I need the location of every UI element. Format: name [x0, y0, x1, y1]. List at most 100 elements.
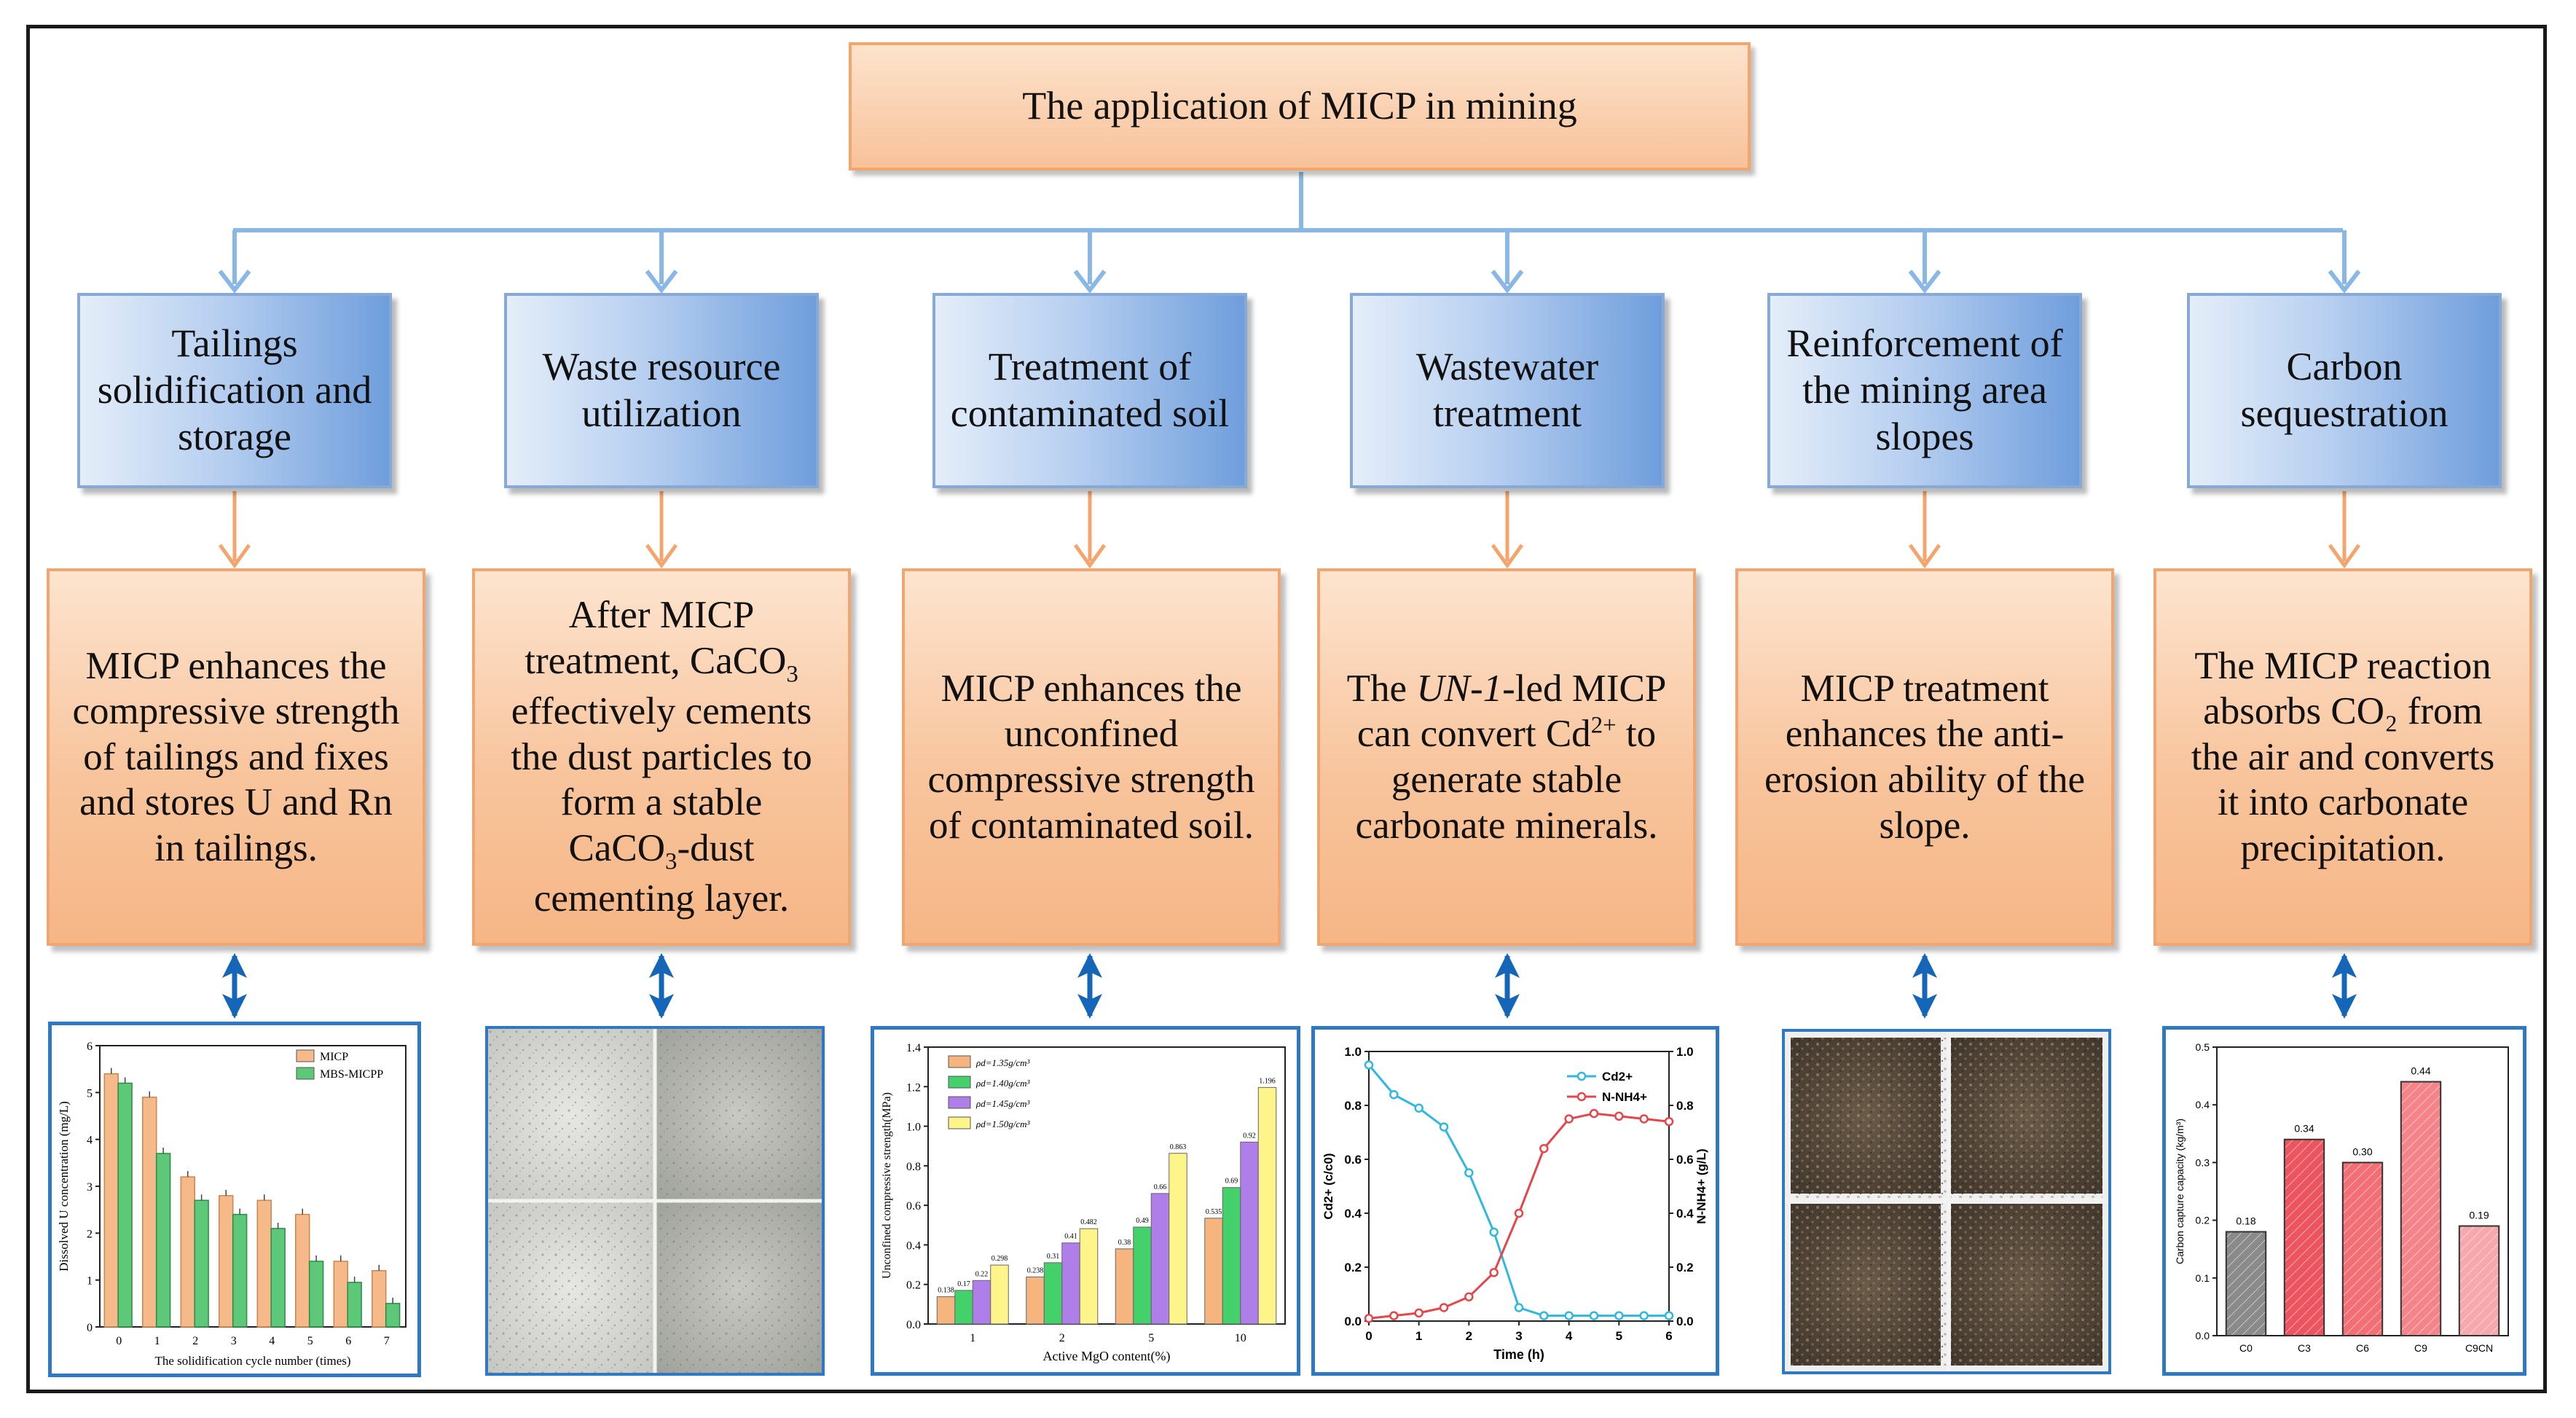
legend-label: ρd=1.45g/cm³	[975, 1098, 1031, 1109]
bar-value-label: 0.49	[1136, 1217, 1149, 1225]
photo-dust-cementing	[485, 1026, 825, 1376]
y-tick-label: 1	[87, 1275, 93, 1288]
data-point	[1464, 1168, 1474, 1178]
category-tailings: Tailings solidification and storage	[77, 293, 392, 488]
bar	[117, 1082, 133, 1328]
x-tick-label: 1	[970, 1332, 975, 1344]
x-tick-label: 2	[1466, 1329, 1472, 1343]
x-tick-label: 2	[1059, 1332, 1065, 1344]
category-waste: Waste resource utilization	[504, 293, 819, 488]
y-tick-label-right: 0.2	[1676, 1261, 1694, 1274]
dust-photo-image	[488, 1029, 822, 1373]
legend-label: ρd=1.40g/cm³	[975, 1078, 1031, 1089]
legend-label: MICP	[320, 1051, 348, 1063]
bar	[1150, 1193, 1170, 1325]
bar-value-label: 0.66	[1154, 1183, 1167, 1191]
data-point	[1539, 1311, 1549, 1320]
bar	[1133, 1226, 1152, 1325]
bar	[256, 1199, 272, 1328]
bar-value-label: 0.30	[2352, 1145, 2372, 1157]
data-point	[1439, 1122, 1449, 1132]
y-tick-label: 0.0	[2196, 1330, 2210, 1341]
y-tick-label: 1.2	[906, 1081, 921, 1094]
bar	[1115, 1248, 1134, 1325]
y-tick-label: 0.1	[2196, 1272, 2210, 1284]
data-point	[1614, 1111, 1624, 1121]
data-point	[1414, 1103, 1424, 1113]
connector-arrowhead	[1908, 270, 1941, 294]
figure-frame	[26, 25, 2547, 1393]
bar	[1257, 1086, 1277, 1325]
y-tick-label: 0.6	[906, 1200, 921, 1213]
x-tick-label: 5	[1616, 1329, 1622, 1343]
data-point	[1514, 1303, 1524, 1312]
data-point	[1564, 1114, 1574, 1124]
x-tick-label: 6	[1665, 1329, 1672, 1343]
photo-slope-blocks	[1782, 1029, 2111, 1374]
connector-arrowhead	[2328, 270, 2361, 294]
description-text: After MICP treatment, CaCO3 effectively …	[511, 594, 812, 920]
description-text: MICP enhances the compressive strength o…	[72, 644, 400, 869]
bar-value-label: 0.17	[957, 1280, 970, 1288]
legend-marker	[1576, 1071, 1587, 1081]
carbon-bar-chart: 0.00.10.20.30.40.50.18C00.34C30.30C60.44…	[2174, 1041, 2509, 1354]
bar	[954, 1290, 973, 1325]
ucs-bar-chart: 0.00.20.40.60.81.01.21.40.1380.170.220.2…	[881, 1042, 1286, 1364]
x-tick-label: 1	[1415, 1329, 1422, 1343]
bar	[972, 1280, 991, 1325]
data-point	[1489, 1268, 1499, 1277]
x-tick-label: 0	[116, 1335, 122, 1347]
x-tick-label: 7	[384, 1335, 390, 1347]
description-text: The UN-1-led MICP can convert Cd2+ to ge…	[1346, 667, 1667, 847]
legend-swatch	[296, 1067, 315, 1080]
y-tick-label: 2	[87, 1228, 93, 1240]
y-tick-label: 1.0	[1344, 1045, 1362, 1059]
category-label: Wastewater treatment	[1415, 345, 1599, 435]
bar	[2283, 1138, 2325, 1336]
legend-label: ρd=1.35g/cm³	[975, 1057, 1031, 1068]
connector-arrowhead	[645, 270, 678, 294]
y-tick-label: 0.5	[2196, 1041, 2210, 1053]
y-tick-label: 0.4	[2196, 1099, 2210, 1110]
orange-arrowhead	[2328, 544, 2361, 569]
category-wastewater: Wastewater treatment	[1350, 293, 1665, 488]
x-axis-label: Active MgO content(%)	[1043, 1349, 1171, 1364]
x-tick-label: 5	[1148, 1332, 1154, 1344]
data-point	[1414, 1308, 1424, 1318]
legend-label: ρd=1.50g/cm³	[975, 1119, 1031, 1129]
bar-value-label: 0.41	[1064, 1233, 1077, 1241]
y-tick-label: 0.4	[906, 1239, 921, 1252]
y-tick-label-right: 0.4	[1676, 1207, 1694, 1221]
bar-value-label: 0.138	[938, 1287, 954, 1295]
data-point	[1664, 1116, 1674, 1127]
y-tick-label: 0.2	[906, 1280, 921, 1292]
y-tick-label: 0.2	[2196, 1215, 2210, 1226]
bar	[1240, 1141, 1259, 1325]
legend-swatch	[948, 1076, 971, 1089]
bar	[1061, 1242, 1080, 1325]
bar	[295, 1213, 310, 1328]
data-point	[1614, 1311, 1624, 1320]
category-label: Tailings solidification and storage	[97, 321, 372, 458]
y-tick-label-right: 0.8	[1676, 1099, 1694, 1113]
bar	[232, 1213, 248, 1328]
description-carbon: The MICP reaction absorbs CO₂ from the a…	[2153, 568, 2532, 946]
y-axis-label: Carbon capture capacity (kg/m³)	[2174, 1119, 2186, 1264]
bar	[155, 1153, 171, 1328]
orange-arrowhead	[1491, 544, 1524, 569]
y-tick-label: 6	[87, 1041, 93, 1053]
y-tick-label: 1.4	[906, 1042, 921, 1054]
legend-swatch	[948, 1116, 971, 1129]
x-tick-label: 4	[269, 1335, 275, 1347]
y-tick-label: 0.6	[1344, 1153, 1362, 1167]
y-tick-label: 1.0	[906, 1121, 921, 1134]
orange-arrowhead	[645, 544, 678, 569]
bar-value-label: 0.482	[1080, 1218, 1097, 1226]
bar	[1026, 1276, 1045, 1325]
bar	[180, 1176, 195, 1328]
